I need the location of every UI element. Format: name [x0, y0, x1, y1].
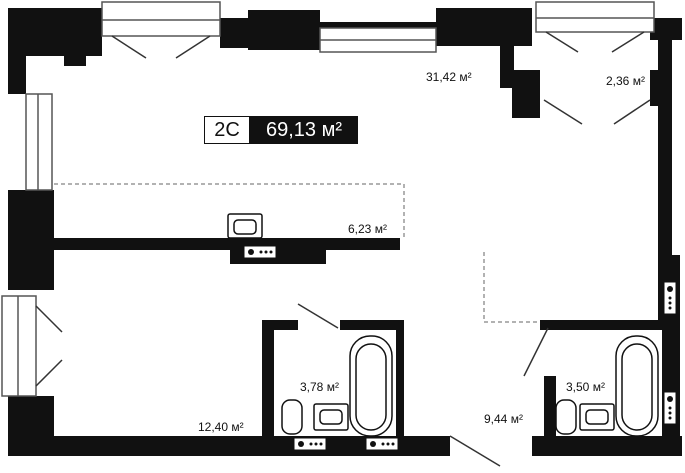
toilet-1 — [281, 399, 303, 435]
room-area-living: 31,42 м² — [426, 70, 472, 84]
windows — [1, 1, 655, 397]
zone-boundaries — [54, 183, 540, 323]
room-area-bathroom-1: 3,78 м² — [300, 380, 339, 394]
room-area-kitchen: 6,23 м² — [348, 222, 387, 236]
apartment-type: 2С — [204, 116, 250, 144]
room-area-wardrobe: 2,36 м² — [606, 74, 645, 88]
toilet-2 — [555, 399, 577, 435]
door-swings — [35, 31, 651, 467]
room-area-hall: 9,44 м² — [484, 412, 523, 426]
utility-panels — [243, 245, 677, 451]
exterior-walls — [8, 8, 682, 456]
fixtures — [227, 213, 659, 437]
interior-walls — [54, 238, 662, 440]
room-area-bathroom-2: 3,50 м² — [566, 380, 605, 394]
apartment-total-area: 69,13 м² — [250, 116, 358, 144]
room-area-bedroom: 12,40 м² — [198, 420, 244, 434]
apartment-badge: 2С 69,13 м² — [204, 116, 358, 144]
